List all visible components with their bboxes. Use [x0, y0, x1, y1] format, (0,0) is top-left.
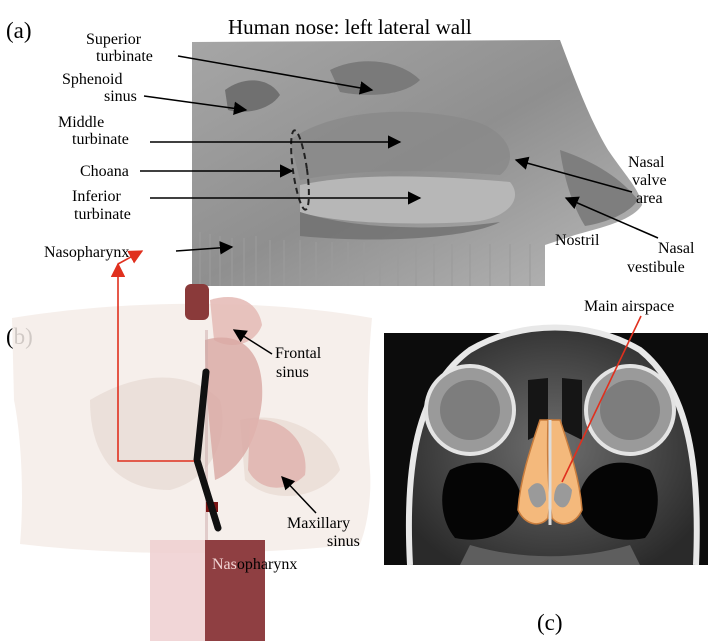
panel-a: (a) Human nose: left lateral wall [6, 15, 695, 286]
label-nasal-vestibule-1: Nasal [658, 240, 695, 257]
panel-b: (b) Frontal sinus Maxillary sinus [6, 251, 372, 641]
panel-c: Main airspace [384, 298, 708, 635]
label-nasal-valve-3: area [636, 190, 663, 207]
label-middle-turbinate-1: Middle [58, 114, 104, 131]
label-choana: Choana [80, 163, 129, 180]
label-nasopharynx-b-suffix: opharynx [237, 556, 297, 573]
label-nasopharynx-b: Nasopharynx [212, 556, 297, 573]
label-nasal-vestibule-2: vestibule [627, 259, 685, 276]
label-nasal-valve-2: valve [632, 172, 667, 189]
label-superior-turbinate-2: turbinate [96, 48, 153, 65]
label-nasopharynx-a: Nasopharynx [44, 244, 129, 261]
panel-a-tag: (a) [6, 18, 32, 43]
label-sphenoid-sinus-1: Sphenoid [62, 71, 122, 88]
label-nasal-valve-1: Nasal [628, 154, 665, 171]
label-superior-turbinate-1: Superior [86, 31, 142, 48]
panel-a-title: Human nose: left lateral wall [228, 15, 472, 39]
label-inferior-turbinate-2: turbinate [74, 206, 131, 223]
label-inferior-turbinate-1: Inferior [72, 188, 122, 205]
label-middle-turbinate-2: turbinate [72, 131, 129, 148]
label-maxillary-sinus-2: sinus [327, 533, 360, 550]
label-nostril: Nostril [555, 232, 600, 249]
ct-scan-image [384, 328, 708, 566]
head-volume-rendering [12, 284, 372, 641]
main-airspace-label: Main airspace [584, 298, 674, 315]
panel-c-tag: (c) [537, 610, 563, 635]
nasal-wall-rendering [192, 40, 642, 286]
label-sphenoid-sinus-2: sinus [104, 88, 137, 105]
label-frontal-sinus-1: Frontal [275, 345, 322, 362]
label-maxillary-sinus-1: Maxillary [287, 515, 350, 532]
label-frontal-sinus-2: sinus [276, 364, 309, 381]
label-nasopharynx-b-prefix: Nas [212, 556, 237, 573]
